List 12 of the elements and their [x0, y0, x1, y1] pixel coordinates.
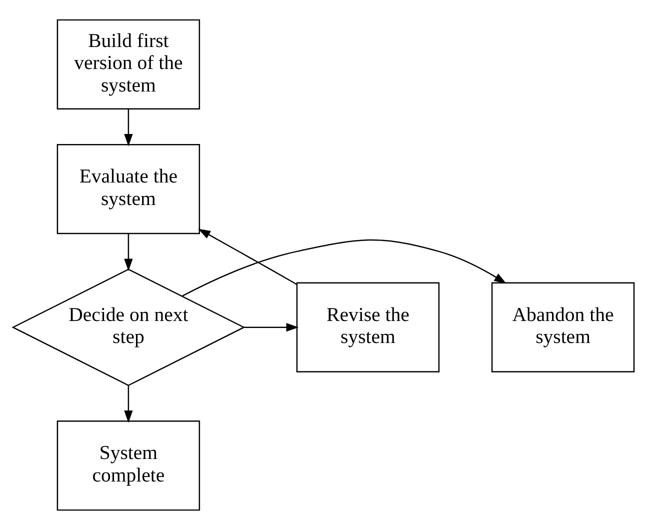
- arrow: [182, 239, 506, 297]
- arrow: [198, 228, 297, 285]
- node-box: Evaluate the system: [56, 144, 200, 234]
- arrow: [124, 385, 133, 423]
- node-box: Revise the system: [296, 282, 440, 372]
- node-box: Abandon the system: [491, 282, 635, 372]
- node-box: System complete: [56, 420, 200, 511]
- node-diamond: Decide on next step: [12, 268, 246, 386]
- arrow: [124, 234, 133, 272]
- arrow: [124, 109, 133, 146]
- node-box: Build first version of the system: [56, 19, 200, 110]
- arrow: [244, 323, 299, 332]
